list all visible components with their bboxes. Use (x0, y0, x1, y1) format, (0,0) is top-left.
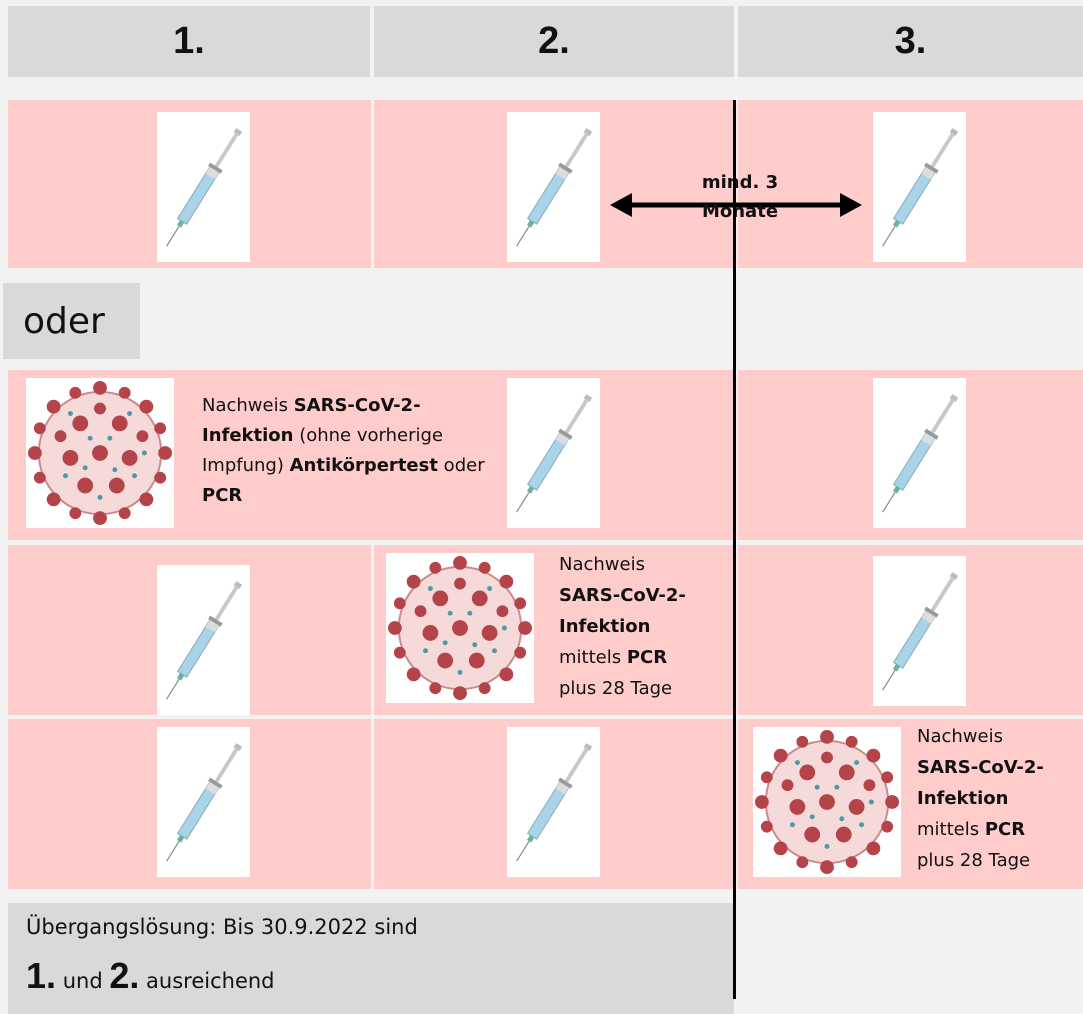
vertical-divider (733, 100, 736, 999)
note-bold: PCR (984, 819, 1026, 840)
syringe-icon (157, 727, 250, 877)
note-line: Nachweis (559, 554, 645, 575)
note-bold: PCR (626, 647, 668, 668)
transition-note-line2: 1. und 2. ausreichend (26, 955, 275, 997)
syringe-icon (873, 378, 966, 528)
note-bold: Infektion (202, 425, 294, 446)
syringe-icon (873, 556, 966, 706)
column-header-1: 1. (8, 6, 370, 77)
note-text: mittels (917, 819, 985, 840)
note-bold: Infektion (559, 616, 651, 637)
column-header-2: 2. (374, 6, 734, 77)
oder-text: oder (23, 300, 105, 342)
syringe-icon (507, 378, 600, 528)
note-bold: SARS-CoV-2- (293, 395, 421, 416)
note-bold: SARS-CoV-2- (917, 757, 1044, 778)
syringe-icon (873, 112, 966, 262)
note-text: oder (437, 455, 485, 476)
oder-label: oder (3, 283, 140, 359)
note-line: plus 28 Tage (917, 850, 1031, 871)
column-header-3: 3. (738, 6, 1083, 77)
transition-note-box: Übergangslösung: Bis 30.9.2022 sind 1. u… (8, 903, 734, 1014)
column-header-label: 1. (173, 20, 205, 62)
syringe-icon (507, 112, 600, 262)
dose-number: 1. (26, 955, 57, 996)
pcr-note: Nachweis SARS-CoV-2- Infektion mittels P… (917, 721, 1077, 876)
interval-label-line2: Monate (701, 201, 779, 222)
note-text: ausreichend (139, 969, 275, 993)
note-bold: SARS-CoV-2- (559, 585, 686, 606)
note-text: mittels (559, 647, 627, 668)
note-text: und (56, 969, 110, 993)
note-line: Nachweis (917, 726, 1003, 747)
column-header-label: 3. (894, 20, 927, 62)
note-bold: Infektion (917, 788, 1009, 809)
syringe-icon (157, 112, 250, 262)
syringe-icon (157, 565, 250, 715)
pcr-note: Nachweis SARS-CoV-2- Infektion mittels P… (559, 549, 729, 704)
interval-label-line1: mind. 3 (701, 172, 779, 193)
syringe-icon (507, 727, 600, 877)
note-bold: Antikörpertest (289, 455, 438, 476)
coronavirus-icon (753, 727, 901, 877)
note-text: (ohne vorherige Impfung) (202, 425, 443, 476)
transition-note-line1: Übergangslösung: Bis 30.9.2022 sind (26, 915, 418, 939)
coronavirus-icon (386, 553, 534, 703)
note-text: Nachweis (202, 395, 294, 416)
double-arrow-icon (610, 193, 862, 217)
note-line: plus 28 Tage (559, 678, 673, 699)
infection-note: Nachweis SARS-CoV-2- Infektion (ohne vorh… (202, 391, 492, 511)
interval-label: mind. 3 Monate (660, 168, 820, 226)
dose-number: 2. (109, 955, 140, 996)
note-bold: PCR (202, 485, 243, 506)
coronavirus-icon (26, 378, 174, 528)
column-header-label: 2. (538, 20, 570, 62)
